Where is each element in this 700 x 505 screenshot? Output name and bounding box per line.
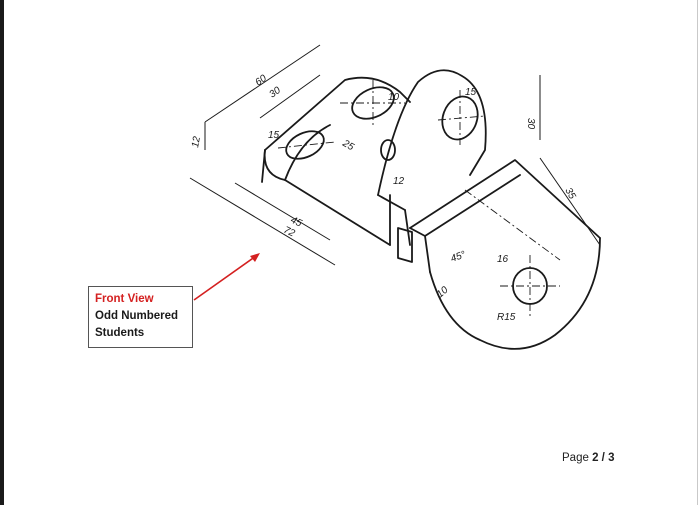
- dim-45-angle-label: 45°: [449, 249, 467, 265]
- page-total: 3: [608, 452, 615, 464]
- callout-title: Front View: [95, 293, 154, 305]
- dim-35-label: 35: [562, 186, 577, 202]
- callout-arrow: [193, 253, 260, 301]
- dim-15-label: 15: [268, 130, 280, 141]
- dim-30-label: 30: [267, 85, 283, 101]
- dim-16-label: 16: [497, 254, 509, 265]
- dim-10b-label: 10: [435, 284, 451, 300]
- isometric-drawing: 60 30 12 25 15 10 12 45 72 30 15 35 16 4…: [189, 44, 601, 350]
- page-prefix: Page: [562, 452, 593, 464]
- dim-60-label: 60: [253, 73, 269, 89]
- dim-25-label: 25: [340, 138, 356, 154]
- page-separator: /: [598, 452, 609, 464]
- dim-45-label: 45: [289, 215, 304, 230]
- callout-line-2: Odd Numbered: [95, 310, 179, 322]
- dim-30b-label: 30: [525, 118, 536, 130]
- page-current: 2: [592, 452, 599, 464]
- dim-12-label: 12: [190, 135, 203, 148]
- dim-15b-label: 15: [465, 87, 477, 98]
- callout-line-3: Students: [95, 327, 145, 339]
- dim-10-label: 10: [388, 92, 400, 103]
- dim-r15-label: R15: [497, 312, 516, 323]
- dim-72-label: 72: [282, 225, 297, 240]
- page-right-border: [697, 0, 698, 505]
- page-number: Page 2 / 3: [562, 452, 614, 464]
- page-left-border: [0, 0, 4, 505]
- front-view-callout: Front View Odd Numbered Students: [88, 286, 193, 348]
- dim-12b-label: 12: [393, 176, 405, 187]
